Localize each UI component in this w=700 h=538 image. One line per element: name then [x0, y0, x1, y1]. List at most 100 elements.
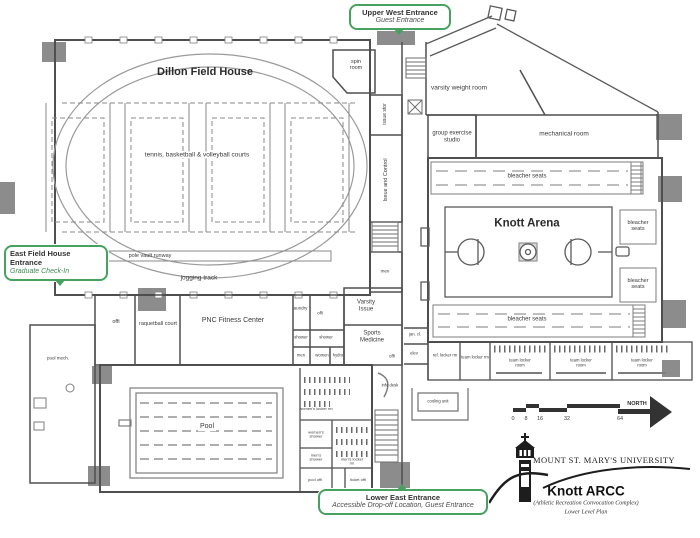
- team-locker-room-1-label: team locker room: [509, 357, 531, 367]
- pool-mech-fixtures: [33, 383, 75, 431]
- womens-shower-label: women's shower: [308, 429, 324, 439]
- hydro-label: hydro: [332, 352, 344, 358]
- callout-pointer: [393, 28, 405, 36]
- bleacher-right-lower-label: bleacher seats: [627, 277, 649, 290]
- upper-west-entrance-marker: [377, 29, 415, 45]
- bleacher-bottom-label: bleacher seats: [505, 316, 549, 324]
- pool-mech-label: pool mech.: [47, 355, 70, 361]
- shower-2-label: shower: [319, 334, 333, 340]
- group-exercise-studio-label: group exercise studio: [432, 130, 472, 143]
- entrance-marker: [662, 360, 680, 377]
- pool-locker-combs: [304, 377, 368, 457]
- university-logo-tower-icon: [515, 433, 535, 502]
- mechanical-room-label: mechanical room: [539, 130, 589, 138]
- stairs-hatch-lobby: [374, 409, 399, 463]
- sports-medicine-label: Sports Medicine: [359, 330, 384, 343]
- entrance-marker: [92, 366, 112, 384]
- spin-room-label: spin room: [349, 58, 363, 71]
- men-label: men: [296, 352, 306, 358]
- callout-lower-east-title: Lower East Entrance: [365, 493, 441, 502]
- scale-tick-64: 64: [616, 415, 624, 422]
- arena-title: Knott Arena: [494, 217, 560, 230]
- logo-swoosh: [487, 466, 691, 504]
- locker-row: [427, 341, 693, 381]
- racquetball-court-label: raquetball court: [139, 320, 177, 327]
- mens-locker-rm-label: men's locker rm: [340, 456, 364, 466]
- varsity-issue-label: Varsity Issue: [357, 299, 375, 312]
- women-label: women: [315, 352, 329, 358]
- bleachers: [430, 161, 657, 338]
- callout-upper-west-entrance: Upper West Entrance Guest Entrance: [349, 4, 451, 36]
- courts-label: tennis, basketball & volleyball courts: [142, 151, 252, 159]
- callout-lower-east-subtitle: Accessible Drop-off Location, Guest Entr…: [332, 502, 474, 510]
- upper-rooms-walls: [332, 49, 659, 159]
- east-entrance-marker: [138, 288, 166, 311]
- scale-tick-8: 8: [524, 415, 528, 422]
- office-3-label: offi: [389, 353, 395, 359]
- elevator-x-box: [407, 99, 423, 115]
- north-arrow-icon: [618, 396, 672, 428]
- womens-locker-rm-label: women's locker rm: [299, 405, 333, 411]
- mens-shower-label: men's shower: [309, 452, 323, 462]
- callout-east-field-title-1: East Field House: [10, 249, 71, 258]
- team-locker-room-2-label: team locker room: [570, 357, 592, 367]
- plan-title: Lower Level Plan: [564, 509, 608, 516]
- northeast-passage: [425, 5, 659, 113]
- varsity-weight-room-label: varsity weight room: [431, 84, 487, 92]
- bleacher-top-label: bleacher seats: [505, 173, 549, 181]
- pool-rooms-walls: [299, 368, 372, 492]
- bleacher-right-upper-label: bleacher seats: [627, 219, 649, 232]
- ref-locker-rm-label: ref. locker rm: [432, 352, 458, 358]
- info-desk-label: info desk: [381, 382, 399, 388]
- pool-office-label: pool offi: [308, 476, 322, 482]
- court-post-lines: [45, 103, 350, 232]
- cooling-unit-enclosure: [411, 388, 469, 421]
- callout-east-field-subtitle: Graduate Check-In: [10, 267, 70, 275]
- building-subtitle: (Athletic Recreation Convocation Complex…: [533, 500, 639, 507]
- jan-closet-label: jan. cl.: [408, 331, 422, 337]
- pool-shape: [118, 387, 284, 479]
- court-markings: [51, 102, 358, 233]
- callout-east-field-title-2: Entrance: [10, 258, 43, 268]
- building-name: Knott ARCC: [547, 483, 625, 499]
- laundry-label: laundry: [292, 305, 308, 311]
- callout-east-field-house-entrance: East Field House Entrance Graduate Check…: [4, 245, 108, 286]
- pool-building-walls: [29, 324, 373, 493]
- issue-and-control-label: Issue and Control: [382, 158, 389, 202]
- callout-pointer: [396, 484, 408, 491]
- field-house-title: Dillon Field House: [157, 65, 253, 78]
- team-locker-room-3-label: team locker room: [631, 357, 653, 367]
- office-2-label: offi: [317, 310, 323, 316]
- callout-upper-west-subtitle: Guest Entrance: [375, 17, 425, 25]
- pool-label: Pool: [197, 423, 217, 431]
- scale-bar: [513, 404, 620, 412]
- callout-lower-east-entrance: Lower East Entrance Accessible Drop-off …: [318, 484, 488, 516]
- cooling-unit-label: cooling unit: [427, 398, 449, 404]
- pnc-fitness-center-label: PNC Fitness Center: [201, 317, 265, 325]
- team-locker-rm-label: team locker rm: [461, 354, 489, 360]
- arena-court: [420, 206, 630, 301]
- issue-stor-label: issue stor: [382, 103, 389, 125]
- info-desk-counter: [377, 372, 389, 398]
- shower-1-label: shower: [294, 334, 308, 340]
- scale-tick-32: 32: [563, 415, 571, 422]
- entrance-marker: [656, 114, 682, 140]
- men-corridor-label: men: [380, 268, 390, 274]
- university-name: MOUNT ST. MARY'S UNIVERSITY: [533, 455, 675, 466]
- central-corridor: [369, 42, 429, 490]
- elevator-label: elev: [410, 350, 418, 356]
- office-1-label: offi: [112, 318, 120, 325]
- ticket-office-label: ticket offi: [350, 476, 366, 482]
- jogging-track-oval: [52, 53, 368, 279]
- jogging-track-label: jogging track: [180, 274, 218, 282]
- north-label: NORTH: [625, 400, 649, 408]
- stairs-hatch-corridor: [371, 57, 427, 253]
- entrance-marker: [0, 182, 15, 214]
- callout-pointer: [54, 278, 66, 286]
- pole-vault-label: pole vault runway: [128, 252, 172, 259]
- scale-tick-0: 0: [511, 415, 515, 422]
- entrance-marker: [662, 300, 686, 328]
- entrance-markers: [0, 29, 686, 492]
- callout-upper-west-title: Upper West Entrance: [362, 8, 438, 17]
